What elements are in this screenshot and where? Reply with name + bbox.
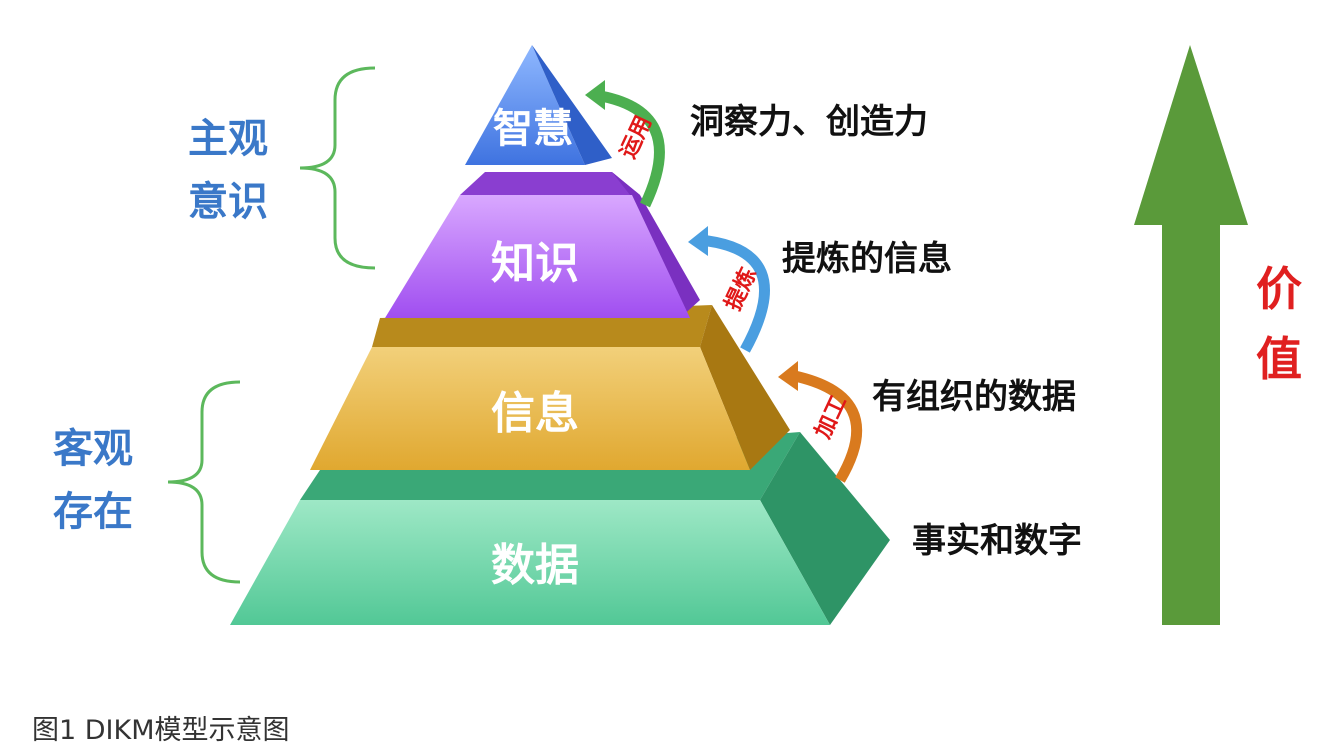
arrowhead-icon bbox=[778, 361, 798, 391]
description-information: 有组织的数据 bbox=[872, 377, 1076, 417]
group-objective-line2: 存在 bbox=[53, 489, 133, 535]
description-knowledge: 提炼的信息 bbox=[782, 239, 952, 279]
group-subjective-line1: 主观 bbox=[188, 116, 268, 162]
layer-information: 信息 bbox=[310, 305, 790, 470]
figure-caption: 图1 DIKM模型示意图 bbox=[32, 715, 290, 746]
group-objective-line1: 客观 bbox=[53, 426, 133, 472]
value-arrow-icon bbox=[1134, 45, 1248, 625]
arrowhead-icon bbox=[585, 80, 605, 110]
description-wisdom: 洞察力、创造力 bbox=[690, 102, 928, 142]
arrowhead-icon bbox=[688, 226, 708, 256]
value-label-line1: 价 bbox=[1256, 262, 1302, 316]
transition-apply: 运用 bbox=[585, 80, 665, 208]
bracket-subjective bbox=[299, 66, 376, 270]
group-subjective-line2: 意识 bbox=[188, 179, 268, 225]
layer-label: 智慧 bbox=[493, 106, 573, 152]
layer-wisdom: 智慧 bbox=[465, 45, 612, 165]
layer-label: 数据 bbox=[491, 540, 579, 591]
layer-label: 知识 bbox=[491, 238, 579, 289]
transition-label: 加工 bbox=[810, 392, 852, 443]
description-data: 事实和数字 bbox=[912, 521, 1082, 561]
layer-label: 信息 bbox=[491, 388, 579, 439]
layer-knowledge: 知识 bbox=[385, 172, 700, 318]
value-label-line2: 值 bbox=[1256, 332, 1302, 386]
bracket-objective bbox=[167, 380, 241, 584]
